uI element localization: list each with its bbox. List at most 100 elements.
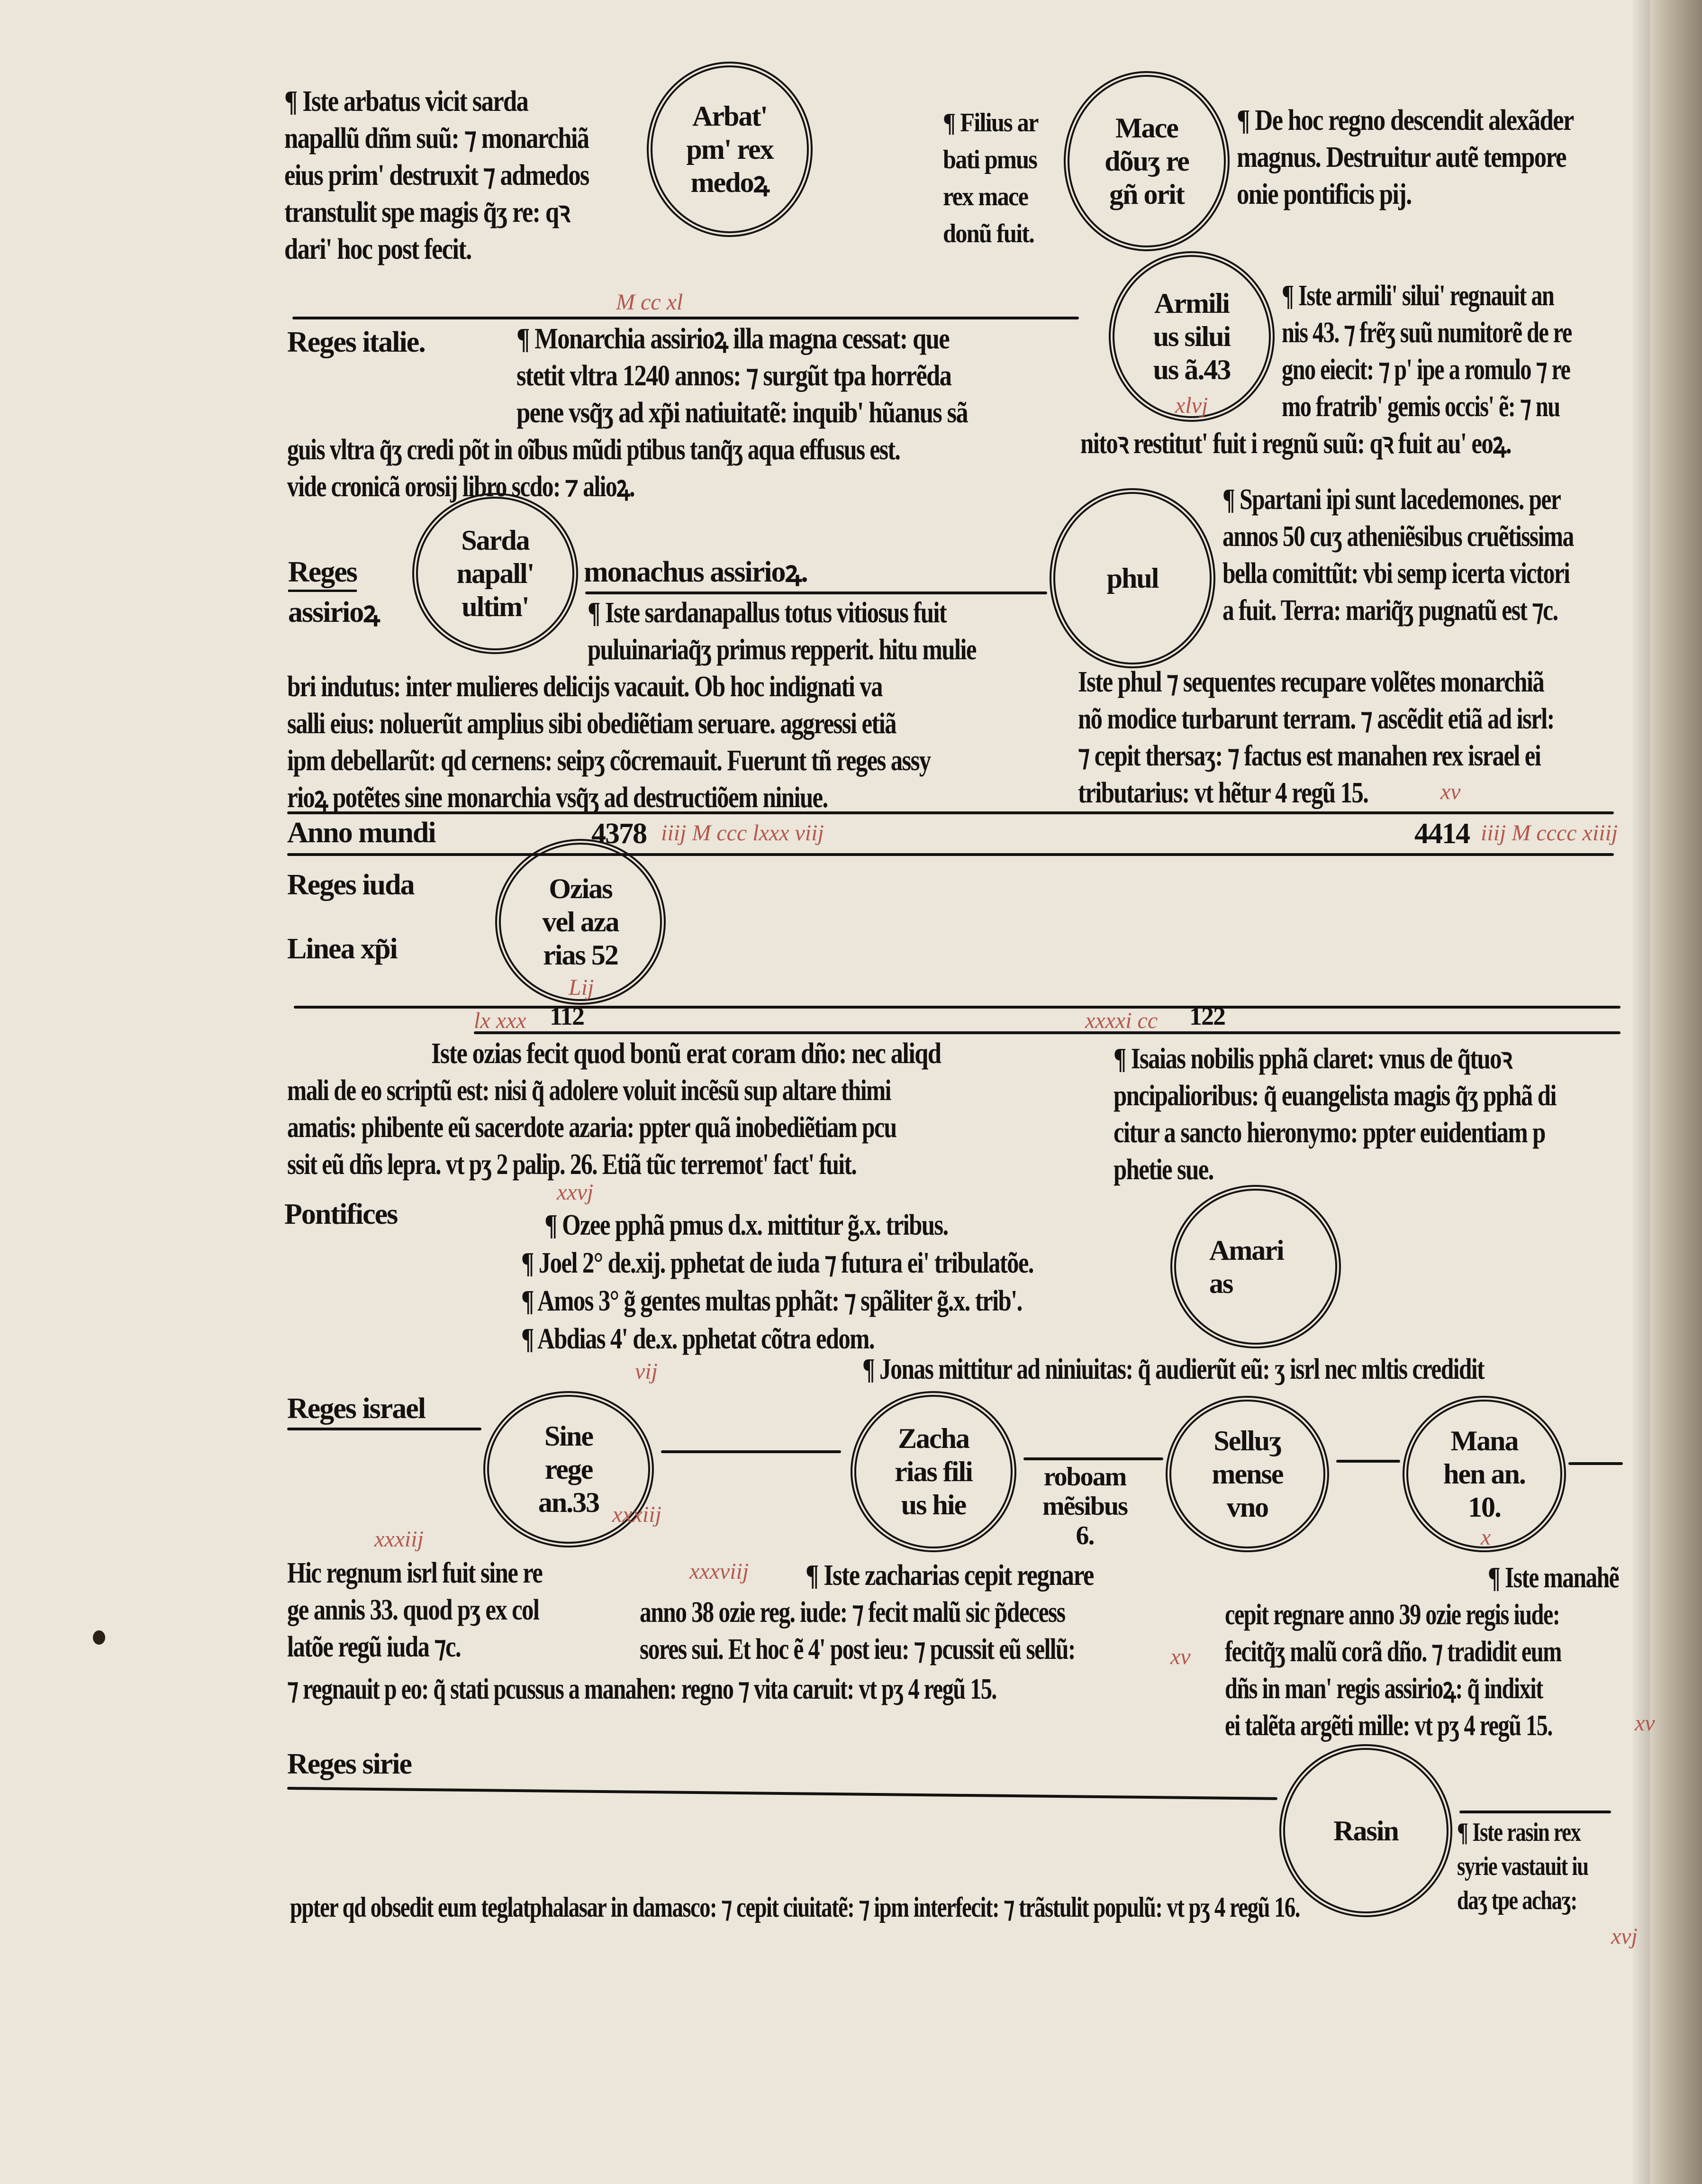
rule <box>1336 1460 1400 1463</box>
rubric-year: iiij M ccc lxxx viij <box>661 820 824 846</box>
rubric-note: xv <box>1440 779 1461 804</box>
text-line: ¶ Spartani ipi sunt lacedemones. per <box>1222 483 1561 516</box>
text-line: salli eius: noluerũt amplius sibi obediẽ… <box>287 708 897 740</box>
text-line: ¶ De hoc regno descendit alexãder <box>1237 104 1574 136</box>
monarchia-note: ¶ Monarchia assirioꝝ illa magna cessat: … <box>516 320 969 431</box>
text-line: a fuit. Terra: mariq̃ʒ pugnatũ est ⁊c. <box>1222 594 1558 627</box>
circle-arbatus: Arbat' pm' rex medoꝝ <box>647 62 813 237</box>
circle-amarias: Amari as <box>1170 1185 1341 1348</box>
row-label-pontifices: Pontifices <box>284 1198 398 1230</box>
sardanapallus-note: ¶ Iste sardanapallus totus vitiosus fuit… <box>588 594 977 668</box>
text-line: rex mace <box>943 182 1029 211</box>
text-line: bella comittũt: vbi semp icerta victori <box>1222 557 1570 590</box>
text-line: mali de eo scriptũ est: nisi q̃ adolere … <box>287 1074 891 1107</box>
text-line: pncipalioribus: q̃ euangelista magis q̃ʒ… <box>1114 1080 1557 1112</box>
text-line: ¶ Iste sardanapallus totus vitiosus fuit <box>588 597 947 629</box>
spartani-note: ¶ Spartani ipi sunt lacedemones. per ann… <box>1222 481 1574 629</box>
row-label-anno-mundi: Anno mundi <box>287 817 436 849</box>
circle-text: pm' rex <box>686 134 774 165</box>
circle-text: hen an. <box>1443 1458 1526 1490</box>
text-line: tributarius: vt hẽtur 4 regũ 15. <box>1078 777 1369 809</box>
jonas-note: ¶ Jonas mittitur ad niniuitas: q̃ audier… <box>862 1353 1485 1385</box>
text-line: ipm debellarũt: qd cernens: seipʒ cõcrem… <box>287 745 931 777</box>
text-line: ⁊ cepit thersaʒ: ⁊ factus est manahen re… <box>1078 740 1541 772</box>
rasin-note: ¶ Iste rasin rex syrie vastauit iu daʒ t… <box>1457 1815 1589 1918</box>
circle-text: Mace <box>1115 112 1179 144</box>
text-line: gno eiecit: ⁊ p' ipe a romulo ⁊ re <box>1282 354 1571 386</box>
circle-text: mense <box>1212 1458 1284 1490</box>
text-line: ssit eũ dñs lepra. vt pʒ 2 palip. 26. Et… <box>287 1148 857 1181</box>
text-line: dari' hoc post fecit. <box>284 233 472 265</box>
circle-text: Arbat' <box>692 100 768 132</box>
zacharias-note-head: ¶ Iste zacharias cepit regnare <box>806 1559 1094 1592</box>
circle-text: us hie <box>901 1489 967 1520</box>
isaias-note: ¶ Isaias nobilis pphã claret: vnus de q̃… <box>1114 1040 1557 1188</box>
ozias-note: Iste ozias fecit quod bonũ erat coram dñ… <box>431 1037 942 1070</box>
rubric-note: xv <box>1170 1644 1191 1669</box>
rubric-year: iiij M cccc xiiij <box>1481 820 1618 846</box>
manahen-note: cepit regnare anno 39 ozie regis iude: f… <box>1225 1596 1562 1744</box>
text-line: anno 38 ozie reg. iude: ⁊ fecit malũ sic… <box>640 1596 1066 1629</box>
text-line: ge annis 33. quod pʒ ex col <box>287 1594 540 1626</box>
year-number: 112 <box>550 1002 585 1030</box>
sardanapallus-note-cont: bri indutus: inter mulieres delicijs vac… <box>287 668 931 816</box>
manahen-note-head: ¶ Iste manahẽ <box>1488 1562 1620 1594</box>
rubric-note: xlvj <box>1175 393 1208 418</box>
text-line: vide cronicã orosij libro scdo: ⁊ alioꝝ. <box>287 471 635 503</box>
circle-text: phul <box>1106 563 1159 594</box>
circle-text: vno <box>1226 1492 1269 1523</box>
circle-text: us silui <box>1153 321 1231 352</box>
rubric-note: xxxviij <box>689 1559 749 1584</box>
rule <box>292 317 1079 319</box>
circle-text: medoꝝ <box>690 167 770 198</box>
text-line: mo fratrib' gemis occis' ẽ: ⁊ nu <box>1282 391 1560 423</box>
text-line: Iste phul ⁊ sequentes recupare volẽtes m… <box>1078 666 1545 698</box>
rubric-note: xvj <box>1611 1924 1638 1949</box>
text-line: onie pontificis pij. <box>1237 178 1412 210</box>
text-line: roboam <box>1043 1462 1127 1492</box>
rubric-note: lx xxx <box>474 1008 526 1033</box>
text-line: annos 50 cuʒ atheniẽsibus cruẽtissima <box>1222 520 1574 553</box>
text-line: ¶ Isaias nobilis pphã claret: vnus de q̃… <box>1114 1043 1512 1075</box>
phul-note: Iste phul ⁊ sequentes recupare volẽtes m… <box>1078 664 1555 811</box>
row-label-reges-iuda: Reges iuda <box>287 869 415 901</box>
armilius-note: ¶ Iste armili' silui' regnauit an nis 43… <box>1282 277 1572 425</box>
rubric-note: xxxiij <box>374 1527 424 1552</box>
text-line: ei talẽta argẽti mille: vt pʒ 4 regũ 15. <box>1225 1710 1553 1742</box>
rubric-note: xxvj <box>557 1180 594 1205</box>
prophets-list: ¶ Ozee pphã pmus d.x. mittitur g̃.x. tri… <box>521 1206 1034 1358</box>
rule <box>287 811 1614 814</box>
text-line: ¶ Iste rasin rex <box>1457 1818 1581 1847</box>
circle-phul: phul <box>1050 488 1215 668</box>
monarchia-note-cont: guis vltra q̃ʒ credi põt in oĩbus mũdi p… <box>287 431 901 505</box>
text-line: eius prim' destruxit ⁊ admedos <box>284 159 589 191</box>
prophet-abdias: ¶ Abdias 4' de.x. pphetat cõtra edom. <box>521 1323 875 1355</box>
rule <box>287 853 1614 856</box>
text-line: mẽsibus <box>1042 1492 1128 1521</box>
text-line: transtulit spe magis q̃ʒ re: qꝛ <box>284 196 570 228</box>
text-line: pene vsq̃ʒ ad xp̃i natiuitatẽ: inquib' h… <box>516 397 969 429</box>
rule <box>661 1450 841 1453</box>
circle-text: Selluʒ <box>1213 1425 1282 1456</box>
text-line: 6. <box>1076 1521 1095 1550</box>
ink-speck <box>93 1630 105 1645</box>
year-number: 4414 <box>1414 818 1470 850</box>
filius-note: ¶ Filius ar bati pmus rex mace donũ fuit… <box>943 104 1039 252</box>
text-line: nõ modice turbarunt terram. ⁊ ascẽdit et… <box>1078 703 1555 735</box>
year-number: 122 <box>1189 1002 1226 1030</box>
circle-text: 10. <box>1468 1492 1502 1523</box>
monachus-label: monachus assirioꝝ. <box>584 556 808 588</box>
circle-text: Rasin <box>1333 1815 1399 1847</box>
text-line: ¶ Filius ar <box>943 108 1039 137</box>
circle-sardanapallus: Sarda napall' ultim' <box>412 493 578 654</box>
armilius-note-last: nitoꝛ restitut' fuit i regnũ suũ: qꝛ fui… <box>1080 428 1512 460</box>
text-line: ¶ Iste armili' silui' regnauit an <box>1282 280 1555 312</box>
arbatus-note: ¶ Iste arbatus vicit sarda napallũ dñm s… <box>284 83 589 268</box>
circle-text: gñ orit <box>1109 179 1185 210</box>
circle-text: Zacha <box>897 1423 970 1454</box>
row-label-reges: Reges <box>288 555 358 592</box>
prophet-amos: ¶ Amos 3° g̃ gentes multas pphãt: ⁊ spãl… <box>521 1285 1023 1317</box>
prophet-ozee: ¶ Ozee pphã pmus d.x. mittitur g̃.x. tri… <box>544 1209 949 1241</box>
text-line: puluinariaq̃ʒ primus repperit. hitu muli… <box>588 634 977 666</box>
circle-text: rias 52 <box>543 939 619 971</box>
